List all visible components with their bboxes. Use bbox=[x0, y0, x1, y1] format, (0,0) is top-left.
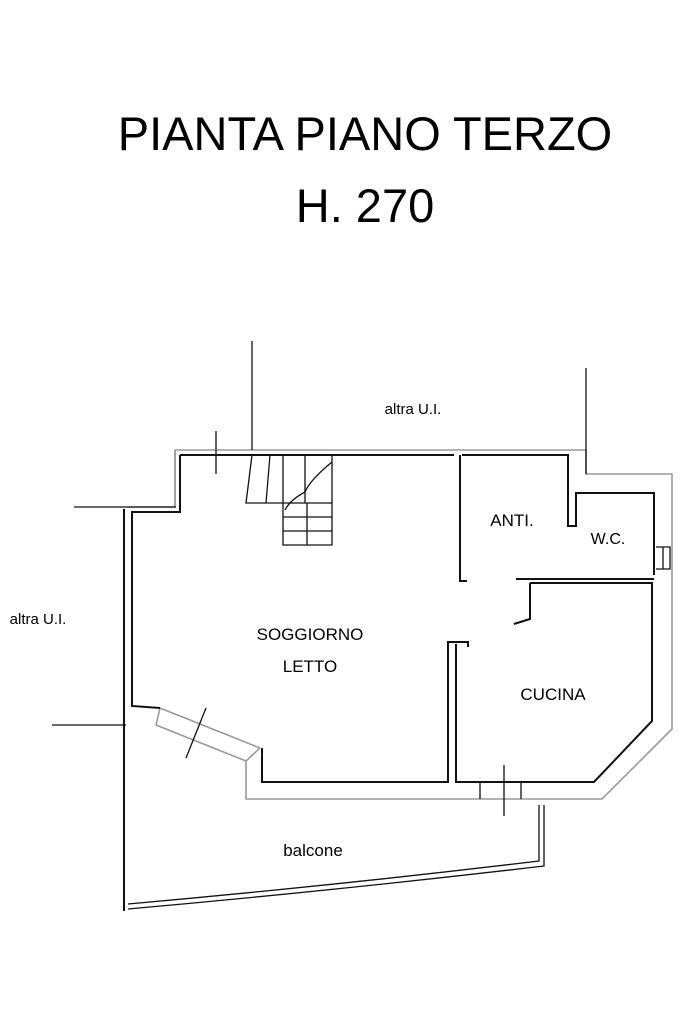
plan-height: H. 270 bbox=[296, 179, 434, 232]
label-neighbor-top: altra U.I. bbox=[385, 401, 442, 418]
door-window-marks bbox=[185, 431, 671, 816]
label-anti: ANTI. bbox=[490, 511, 533, 530]
outer-walls bbox=[128, 449, 673, 800]
interior-walls bbox=[123, 454, 655, 911]
label-balcone: balcone bbox=[283, 841, 343, 860]
plan-title: PIANTA PIANO TERZO bbox=[118, 107, 612, 160]
label-soggiorno: SOGGIORNO bbox=[257, 625, 364, 644]
label-neighbor-left: altra U.I. bbox=[10, 611, 67, 628]
boundary-lines bbox=[52, 341, 587, 726]
label-cucina: CUCINA bbox=[520, 685, 586, 704]
staircase bbox=[245, 454, 333, 546]
label-wc: W.C. bbox=[591, 531, 626, 548]
label-letto: LETTO bbox=[283, 657, 337, 676]
